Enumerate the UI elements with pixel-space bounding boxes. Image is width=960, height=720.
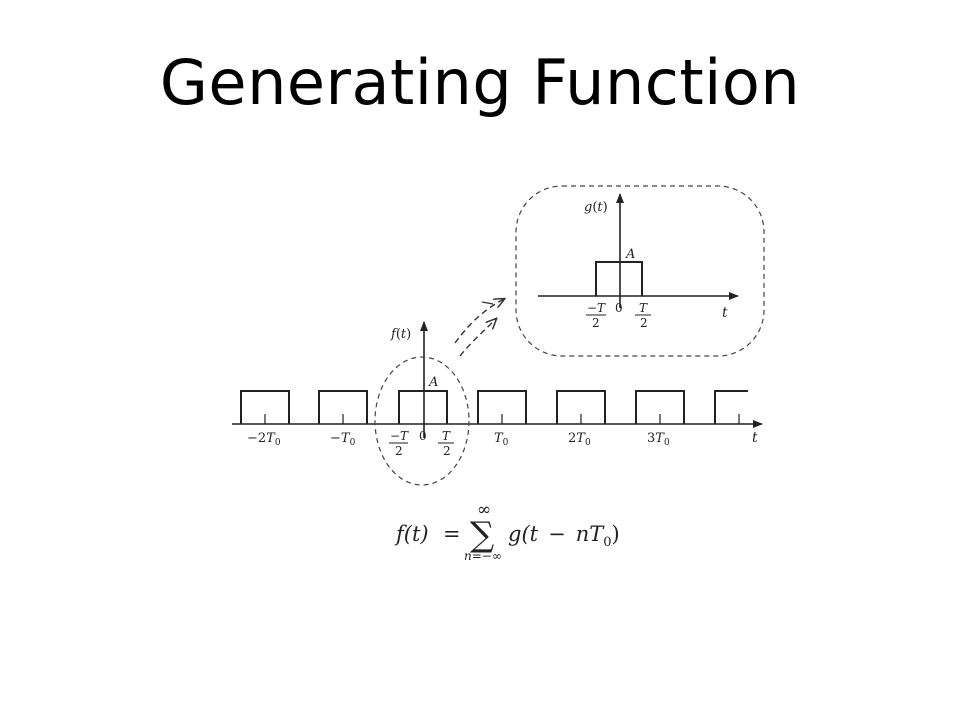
svg-text:T: T — [639, 301, 648, 315]
formula-lhs: f(t) — [394, 522, 429, 546]
formula-summand: g(t−nT0) — [508, 522, 620, 550]
tick-label-T0: T0 — [494, 431, 509, 448]
tick-label-neg-2T0: −2T0 — [247, 431, 281, 448]
tick-label-2T0: 2T0 — [568, 431, 591, 448]
svg-text:2: 2 — [640, 316, 648, 330]
tick-label-neg-half-T: −T 2 — [389, 429, 409, 458]
pulse-plus-2 — [556, 390, 606, 424]
t-axis-label: t — [752, 430, 758, 446]
zoom-connector-arrows — [454, 299, 504, 357]
pulse-minus-1 — [318, 390, 368, 424]
amplitude-label: A — [428, 375, 438, 390]
svg-text:T: T — [442, 429, 451, 443]
inset-t-axis-label: t — [722, 305, 728, 321]
pulse-train — [240, 390, 748, 424]
svg-text:2: 2 — [395, 444, 403, 458]
main-plot: f(t) A t −2T0 −T0 −T 2 0 T 2 T0 2T — [232, 321, 763, 486]
pulse-minus-2 — [240, 390, 290, 424]
connector-arrow-lower — [459, 319, 496, 357]
pulse-zero — [398, 390, 448, 424]
svg-text:−T: −T — [587, 301, 606, 315]
svg-text:−T: −T — [390, 429, 409, 443]
single-pulse — [595, 261, 643, 296]
svg-text:2: 2 — [592, 316, 600, 330]
pulse-plus-1 — [477, 390, 527, 424]
tick-marks — [264, 414, 740, 424]
g-axis-label: g(t) — [584, 200, 608, 215]
slide-title: Generating Function — [159, 46, 801, 119]
inset-origin-label: 0 — [615, 301, 623, 315]
inset-amplitude-label: A — [625, 247, 635, 262]
sum-symbol: ∑ — [470, 515, 494, 555]
generating-formula: f(t) = ∞ ∑ n=−∞ g(t−nT0) — [394, 500, 620, 563]
formula-upper-limit: ∞ — [477, 500, 491, 520]
formula-equals: = — [443, 522, 461, 546]
inset-tick-label-neg-half-T: −T 2 — [586, 301, 606, 330]
f-axis-label: f(t) — [390, 327, 411, 342]
origin-label: 0 — [419, 429, 427, 443]
inset-plot: g(t) A t −T 2 0 T 2 — [515, 185, 765, 357]
svg-text:2: 2 — [443, 444, 451, 458]
connector-arrow-upper — [454, 299, 504, 344]
tick-label-neg-T0: −T0 — [330, 431, 356, 448]
formula-lower-limit: n=−∞ — [464, 549, 502, 563]
connector-mark — [481, 301, 494, 305]
tick-label-3T0: 3T0 — [647, 431, 670, 448]
inset-tick-label-pos-half-T: T 2 — [635, 301, 651, 330]
highlight-ellipse — [374, 356, 470, 486]
pulse-plus-3 — [635, 390, 685, 424]
inset-border — [515, 185, 765, 357]
pulse-plus-4 — [714, 390, 748, 424]
tick-label-pos-half-T: T 2 — [438, 429, 454, 458]
